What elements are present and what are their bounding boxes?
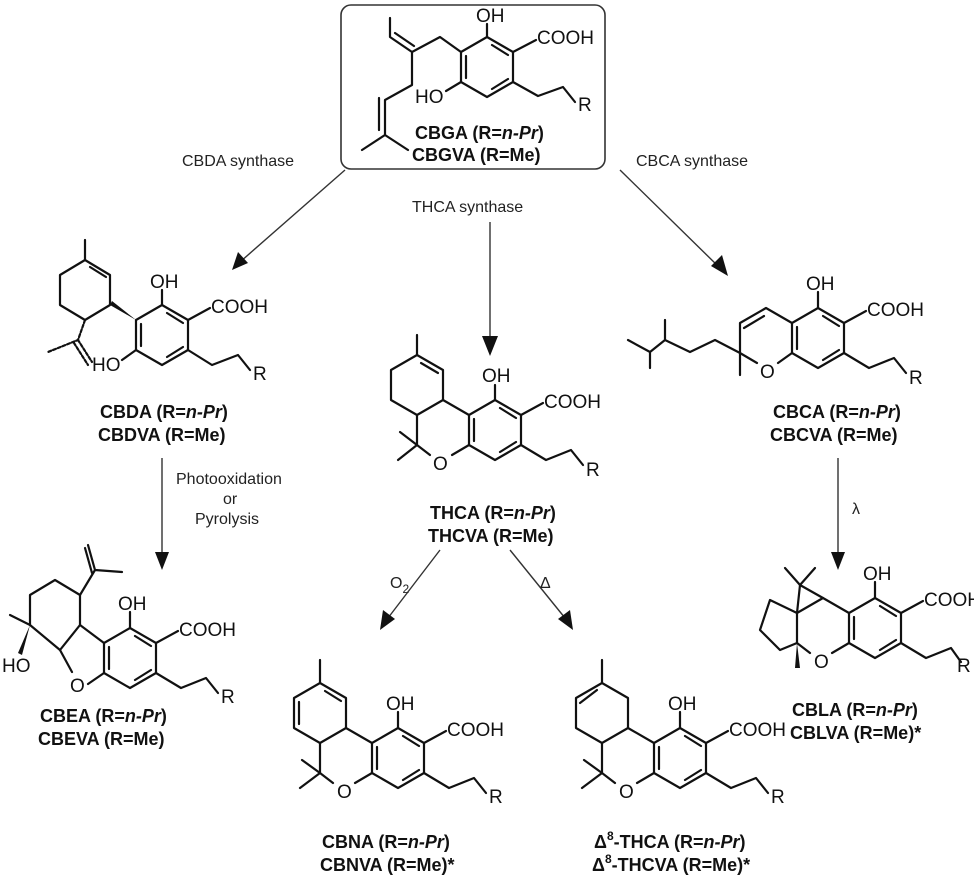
pyrolysis-label: Pyrolysis <box>195 511 259 528</box>
cbla-name: CBLA (R=n-Pr) <box>792 700 918 720</box>
cbea-ho-label: HO <box>2 656 31 677</box>
cbda-r-label: R <box>253 364 267 385</box>
photooxidation-label: Photooxidation <box>176 471 282 488</box>
thca-o-label: O <box>433 454 448 475</box>
arrow-to-d8thca <box>509 549 573 630</box>
cbdva-name: CBDVA (R=Me) <box>98 425 226 445</box>
cbea-r-label: R <box>221 687 235 708</box>
d8thca-cooh-label: COOH <box>729 720 786 741</box>
cbla-structure: OH COOH R O CBLA (R=n-Pr) CBLVA (R=Me)* <box>758 564 974 743</box>
arrow-to-cbda <box>232 169 346 270</box>
cbla-oh-label: OH <box>863 564 892 585</box>
cbcva-name: CBCVA (R=Me) <box>770 425 898 445</box>
cbga-oh-label: OH <box>476 6 505 27</box>
arrow-to-cbca <box>619 169 728 276</box>
cbea-name: CBEA (R=n-Pr) <box>40 706 167 726</box>
thca-structure: OH COOH R O THCA (R=n-Pr) THCVA (R=Me) <box>389 333 601 546</box>
cbga-name: CBGA (R=n-Pr) <box>415 123 544 143</box>
cbea-cooh-label: COOH <box>179 620 236 641</box>
cbea-structure: OH COOH R O HO CBEA (R=n-Pr) CBEVA (R=Me… <box>2 543 236 749</box>
cbca-synthase-label: CBCA synthase <box>636 153 748 170</box>
cbda-structure: OH COOH HO R CBDA (R=n-Pr) CBDVA (R=Me) <box>46 238 268 445</box>
d8thca-name: Δ8-THCA (R=n-Pr) <box>594 829 745 852</box>
thca-oh-label: OH <box>482 366 511 387</box>
cbda-cooh-label: COOH <box>211 297 268 318</box>
cbla-cooh-label: COOH <box>924 590 974 611</box>
cbna-name: CBNA (R=n-Pr) <box>322 832 450 852</box>
cbda-oh-label: OH <box>150 272 179 293</box>
cbna-o-label: O <box>337 782 352 803</box>
cblva-name: CBLVA (R=Me)* <box>790 723 921 743</box>
arrow-to-cbea <box>155 458 169 570</box>
cbna-structure: OH COOH R O CBNA (R=n-Pr) CBNVA (R=Me)* <box>292 658 504 875</box>
cbga-box <box>340 4 606 170</box>
cbga-structure: OH COOH HO R CBGA (R=n-Pr) CBGVA (R=Me) <box>340 4 606 170</box>
cbca-r-label: R <box>909 368 923 389</box>
d8thca-oh-label: OH <box>668 694 697 715</box>
cbca-cooh-label: COOH <box>867 300 924 321</box>
d8thca-o-label: O <box>619 782 634 803</box>
cbga-ho-label: HO <box>415 87 444 108</box>
thca-name: THCA (R=n-Pr) <box>430 503 556 523</box>
cbna-r-label: R <box>489 787 503 808</box>
cbga-cooh-label: COOH <box>537 28 594 49</box>
heat-label: Δ <box>540 575 551 592</box>
cbga-r-label: R <box>578 95 592 116</box>
cbnva-name: CBNVA (R=Me)* <box>320 855 455 875</box>
cbda-synthase-label: CBDA synthase <box>182 153 294 170</box>
cbea-o-label: O <box>70 676 85 697</box>
arrow-to-cbna <box>380 549 441 630</box>
d8thcva-name: Δ8-THCVA (R=Me)* <box>592 852 750 875</box>
cbna-cooh-label: COOH <box>447 720 504 741</box>
cbda-name: CBDA (R=n-Pr) <box>100 402 228 422</box>
cbca-name: CBCA (R=n-Pr) <box>773 402 901 422</box>
or-label: or <box>223 491 238 508</box>
cbgva-name: CBGVA (R=Me) <box>412 145 541 165</box>
cbca-structure: OH COOH R O CBCA (R=n-Pr) CBCVA (R=Me) <box>626 274 924 445</box>
light-label: λ <box>852 501 860 518</box>
cbda-ho-label: HO <box>92 355 121 376</box>
cbea-oh-label: OH <box>118 594 147 615</box>
thca-r-label: R <box>586 460 600 481</box>
thca-synthase-label: THCA synthase <box>412 199 523 216</box>
cbca-o-label: O <box>760 362 775 383</box>
arrow-to-cbla <box>831 458 845 570</box>
d8thca-structure: OH COOH R O Δ8-THCA (R=n-Pr) Δ8-THCVA (R… <box>574 658 786 875</box>
arrow-to-thca <box>482 222 498 356</box>
thcva-name: THCVA (R=Me) <box>428 526 554 546</box>
cbla-o-label: O <box>814 652 829 673</box>
o2-label: O2 <box>390 575 409 596</box>
d8thca-r-label: R <box>771 787 785 808</box>
cbca-oh-label: OH <box>806 274 835 295</box>
thca-cooh-label: COOH <box>544 392 601 413</box>
cbla-r-label: R <box>957 656 971 677</box>
cbeva-name: CBEVA (R=Me) <box>38 729 165 749</box>
cbna-oh-label: OH <box>386 694 415 715</box>
